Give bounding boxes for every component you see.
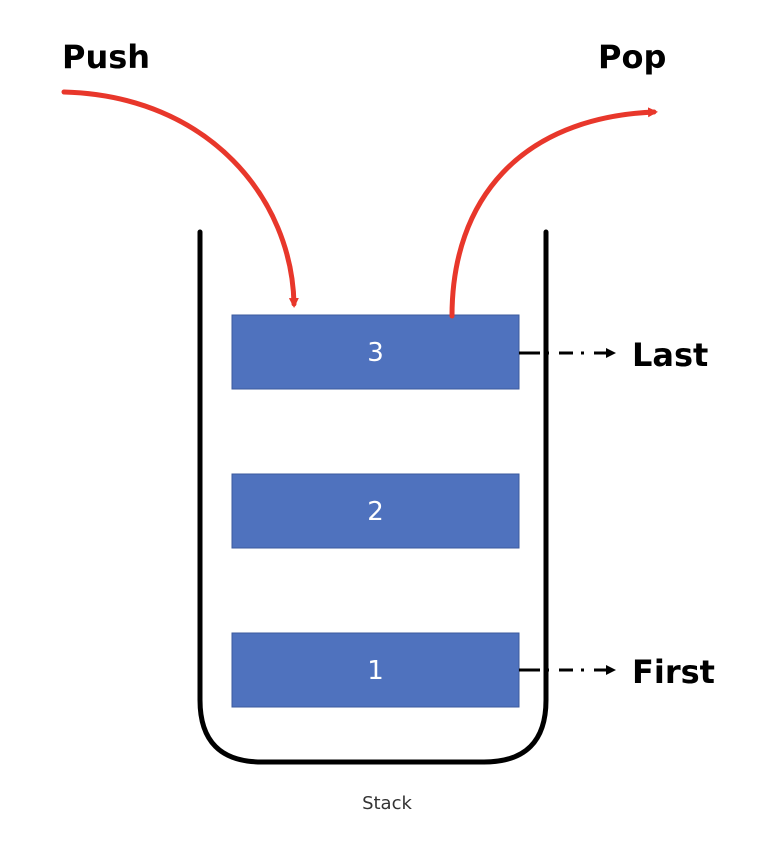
stack-item-middle: 2	[231, 473, 520, 549]
stack-item-top: 3	[231, 314, 520, 390]
pop-arrow	[449, 107, 658, 319]
stack-item-box	[231, 473, 520, 549]
pop-label: Pop	[598, 38, 666, 76]
stack-item-label: 3	[367, 338, 384, 368]
stack-container	[197, 229, 549, 765]
diagram-caption: Stack	[362, 793, 412, 814]
stack-item-box	[231, 632, 520, 708]
stack-item-bottom: 1	[231, 632, 520, 708]
push-label: Push	[62, 38, 150, 76]
last-label: Last	[632, 336, 708, 374]
stack-item-label: 1	[367, 656, 384, 686]
push-arrow	[61, 89, 299, 308]
stack-item-label: 2	[367, 497, 384, 527]
first-label: First	[632, 653, 715, 691]
stack-item-box	[231, 314, 520, 390]
